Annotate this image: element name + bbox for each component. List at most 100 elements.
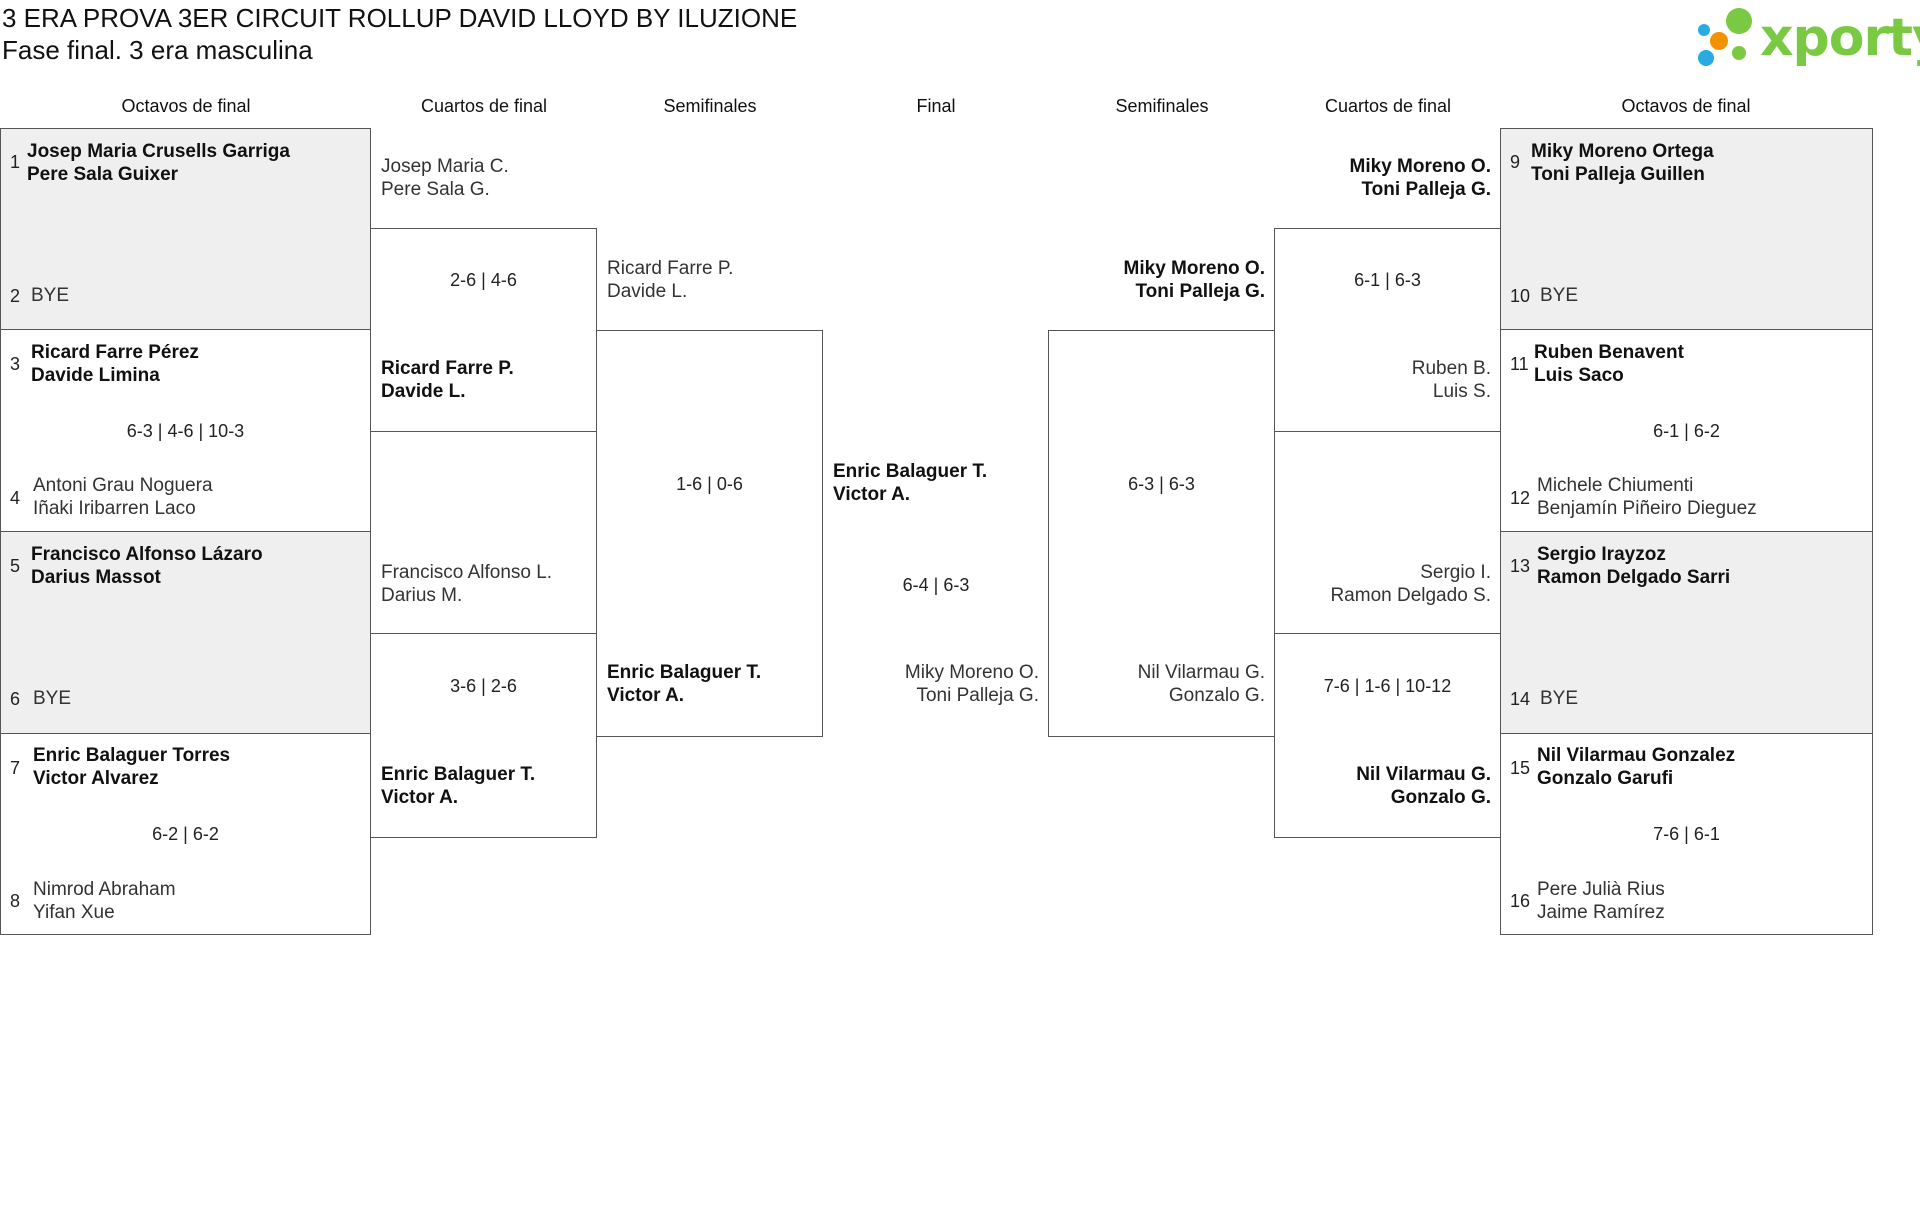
- seed-number: 8: [10, 891, 21, 911]
- player-name: Gonzalo G.: [1168, 685, 1265, 706]
- player-name: Enric Balaguer T.: [607, 662, 762, 683]
- player-name: BYE: [1540, 285, 1579, 306]
- seed-number: 16: [1510, 891, 1531, 911]
- seed-number: 3: [10, 354, 21, 374]
- left-r16-match-1: [0, 128, 371, 330]
- right-r16-match-1: [1500, 128, 1873, 330]
- logo-dot-blue-small: [1698, 24, 1710, 36]
- player-name: Gonzalo Garufi: [1537, 768, 1674, 789]
- player-name: Jaime Ramírez: [1537, 902, 1665, 923]
- player-name: Luis S.: [1432, 381, 1491, 402]
- left-sf-match: [596, 330, 823, 737]
- player-name: BYE: [31, 285, 70, 306]
- logo-wordmark: xporty: [1760, 8, 1920, 68]
- player-name: Enric Balaguer Torres: [33, 745, 231, 766]
- player-name: BYE: [33, 688, 72, 709]
- match-score: 6-1 | 6-2: [1653, 421, 1720, 441]
- player-name: Ramon Delgado S.: [1330, 585, 1491, 606]
- player-name: Ricard Farre P.: [381, 358, 514, 379]
- match-score: 3-6 | 2-6: [450, 676, 517, 696]
- logo-dot-green: [1726, 8, 1752, 34]
- seed-number: 4: [10, 488, 21, 508]
- seed-number: 14: [1510, 689, 1531, 709]
- player-name: Toni Palleja G.: [1135, 281, 1265, 302]
- player-name: Ramon Delgado Sarri: [1537, 567, 1731, 588]
- player-name: Davide Limina: [31, 365, 160, 386]
- player-name: Ricard Farre P.: [607, 258, 734, 279]
- player-name: Ruben Benavent: [1534, 342, 1684, 363]
- player-name: Miky Moreno O.: [1123, 258, 1265, 279]
- seed-number: 13: [1510, 556, 1531, 576]
- player-name: Toni Palleja G.: [1361, 179, 1491, 200]
- seed-number: 7: [10, 758, 21, 778]
- right-r16-match-3: [1500, 531, 1873, 734]
- match-score: 6-2 | 6-2: [152, 824, 219, 844]
- player-name: Francisco Alfonso L.: [381, 562, 553, 583]
- player-name: Josep Maria C.: [381, 156, 509, 177]
- logo-dot-orange: [1710, 32, 1728, 50]
- left-r16-match-3: [0, 531, 371, 734]
- col-header-left-sf: Semifinales: [663, 96, 757, 116]
- player-name: Enric Balaguer T.: [381, 764, 536, 785]
- seed-number: 2: [10, 286, 21, 306]
- seed-number: 12: [1510, 488, 1531, 508]
- match-score: 7-6 | 6-1: [1653, 824, 1720, 844]
- player-name: Sergio Irayzoz: [1537, 544, 1666, 565]
- player-name: Nil Vilarmau G.: [1137, 662, 1265, 683]
- logo-dot-blue: [1698, 50, 1714, 66]
- player-name: Miky Moreno O.: [1349, 156, 1491, 177]
- player-name: Pere Sala Guixer: [27, 164, 179, 185]
- right-sf-match: [1048, 330, 1275, 737]
- seed-number: 11: [1510, 354, 1529, 374]
- player-name: Nil Vilarmau G.: [1356, 764, 1491, 785]
- player-name: Michele Chiumenti: [1537, 475, 1694, 496]
- player-name: Antoni Grau Noguera: [33, 475, 213, 496]
- player-name: Francisco Alfonso Lázaro: [31, 544, 263, 565]
- player-name: Iñaki Iribarren Laco: [33, 498, 196, 519]
- match-score: 1-6 | 0-6: [676, 474, 743, 494]
- player-name: Victor Alvarez: [33, 768, 159, 789]
- col-header-right-qf: Cuartos de final: [1324, 96, 1452, 116]
- player-name: Miky Moreno O.: [904, 662, 1039, 683]
- player-name: Benjamín Piñeiro Dieguez: [1537, 498, 1757, 519]
- right-r16-match-4: [1500, 733, 1873, 935]
- col-header-left-qf: Cuartos de final: [420, 96, 548, 116]
- player-name: Miky Moreno Ortega: [1531, 141, 1714, 162]
- seed-number: 15: [1510, 758, 1531, 778]
- page-subtitle: Fase final. 3 era masculina: [2, 35, 313, 65]
- page-title: 3 ERA PROVA 3ER CIRCUIT ROLLUP DAVID LLO…: [2, 3, 798, 33]
- player-name: Victor A.: [381, 787, 459, 808]
- player-name: Toni Palleja G.: [916, 685, 1039, 706]
- seed-number: 6: [10, 689, 21, 709]
- seed-number: 9: [1510, 152, 1521, 172]
- match-score: 7-6 | 1-6 | 10-12: [1323, 676, 1452, 696]
- player-name: Sergio I.: [1420, 562, 1491, 583]
- player-name: Yifan Xue: [33, 902, 115, 923]
- match-score: 6-3 | 4-6 | 10-3: [126, 421, 245, 441]
- match-score: 6-3 | 6-3: [1128, 474, 1195, 494]
- player-name: Victor A.: [607, 685, 685, 706]
- xporty-logo[interactable]: xporty: [1696, 4, 1920, 70]
- player-name: Pere Julià Rius: [1537, 879, 1665, 900]
- seed-number: 5: [10, 556, 21, 576]
- player-name: BYE: [1540, 688, 1579, 709]
- player-name: Ruben B.: [1411, 358, 1491, 379]
- player-name: Ricard Farre Pérez: [31, 342, 199, 363]
- final-score: 6-4 | 6-3: [902, 575, 970, 595]
- col-header-final: Final: [916, 96, 956, 116]
- player-name: Darius M.: [381, 585, 463, 606]
- player-name: Nimrod Abraham: [33, 879, 176, 900]
- player-name: Toni Palleja Guillen: [1531, 164, 1705, 185]
- logo-dot-green-small: [1732, 46, 1746, 60]
- match-score: 6-1 | 6-3: [1354, 270, 1421, 290]
- player-name: Darius Massot: [31, 567, 161, 588]
- player-name: Davide L.: [607, 281, 688, 302]
- final-winner-name: Enric Balaguer T.: [833, 461, 988, 482]
- player-name: Gonzalo G.: [1390, 787, 1491, 808]
- player-name: Nil Vilarmau Gonzalez: [1537, 745, 1736, 766]
- seed-number: 10: [1510, 286, 1531, 306]
- col-header-right-r16: Octavos de final: [1621, 96, 1751, 116]
- player-name: Pere Sala G.: [381, 179, 490, 200]
- player-name: Josep Maria Crusells Garriga: [27, 141, 290, 162]
- final-winner-name: Victor A.: [833, 484, 911, 505]
